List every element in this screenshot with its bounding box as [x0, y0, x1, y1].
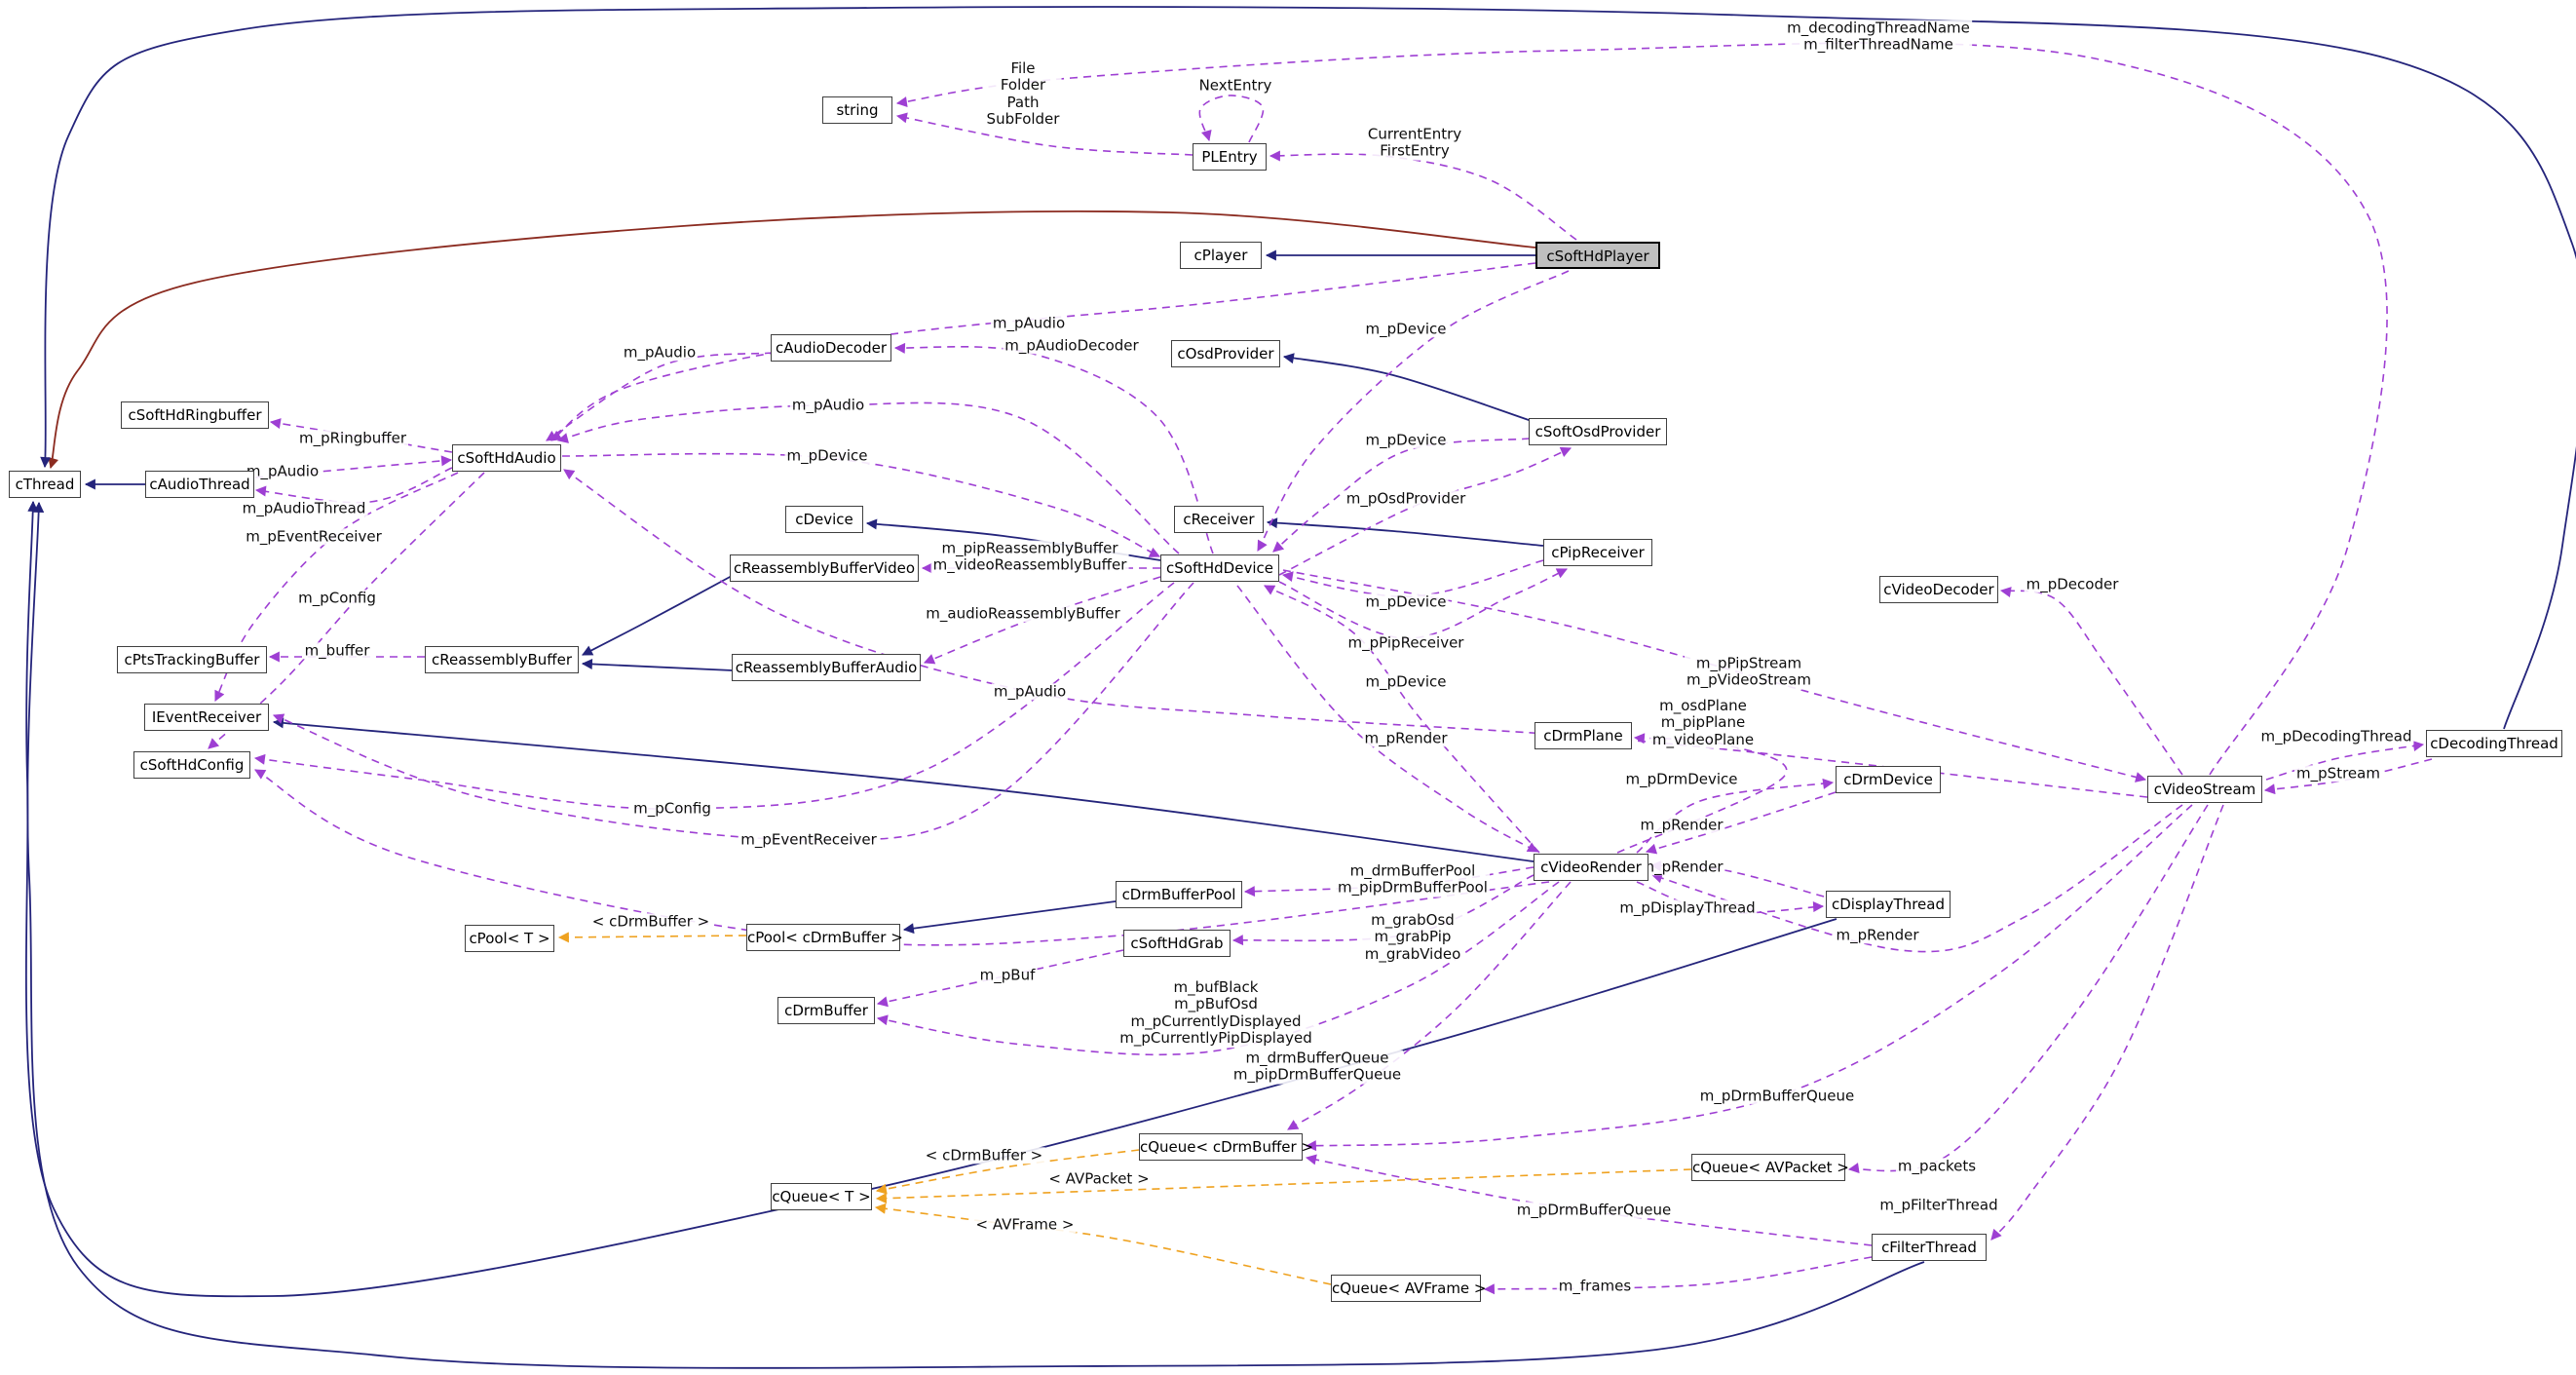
class-node-cdecodingthread[interactable]: cDecodingThread	[2426, 730, 2562, 757]
class-node-csoftosdprovider[interactable]: cSoftOsdProvider	[1529, 418, 1667, 445]
class-node-cplayer[interactable]: cPlayer	[1180, 242, 1262, 269]
edge-inh	[1282, 353, 1533, 422]
edge-use	[254, 467, 453, 504]
class-node-cpool-t[interactable]: cPool< T >	[465, 925, 554, 952]
edge-use	[546, 352, 774, 441]
class-node-plentry[interactable]: PLEntry	[1193, 143, 1267, 171]
edge-use	[895, 42, 2388, 776]
class-node-cvideostream[interactable]: cVideoStream	[2147, 776, 2262, 803]
edge-use	[1278, 446, 1572, 576]
edge-use	[923, 576, 1161, 665]
edge-inh	[40, 6, 2576, 730]
class-node-csofthdaudio[interactable]: cSoftHdAudio	[452, 444, 561, 472]
edge-use	[254, 455, 453, 478]
edge-use	[254, 769, 1550, 946]
class-node-cfilterthread[interactable]: cFilterThread	[1872, 1234, 1987, 1261]
edge-use	[1257, 270, 1570, 552]
edge-use	[1990, 804, 2224, 1241]
edge-use	[895, 112, 1193, 156]
edge-use	[1281, 559, 1544, 597]
edge-use	[1636, 778, 1835, 854]
class-node-cqueue-t[interactable]: cQueue< T >	[771, 1183, 872, 1210]
edge-use	[1650, 804, 2183, 953]
edge-use	[563, 469, 2148, 798]
edge-use	[2265, 741, 2425, 781]
class-node-csofthdringbuffer[interactable]: cSoftHdRingbuffer	[121, 401, 269, 429]
class-node-cvideodecoder[interactable]: cVideoDecoder	[1879, 576, 1998, 603]
edge-use	[1231, 874, 1534, 946]
edge-use	[1636, 881, 1825, 914]
class-node-csofthdplayer: cSoftHdPlayer	[1535, 242, 1660, 269]
edge-inh	[24, 500, 1837, 1298]
edge-use	[1999, 587, 2183, 776]
edge-inh	[902, 900, 1117, 935]
edge-use	[272, 582, 1194, 841]
edge-use	[1645, 791, 1837, 855]
class-node-cthread[interactable]: cThread	[9, 471, 81, 498]
edge-inh	[582, 575, 733, 656]
class-node-ieventreceiver[interactable]: IEventReceiver	[144, 704, 269, 731]
edge-use	[1198, 95, 1265, 143]
class-node-cqueue-avpacket[interactable]: cQueue< AVPacket >	[1691, 1154, 1849, 1181]
edge-use	[1282, 569, 2147, 783]
edge-use	[253, 582, 1175, 810]
class-node-cqueue-avframe[interactable]: cQueue< AVFrame >	[1331, 1275, 1487, 1302]
class-node-creceiver[interactable]: cReceiver	[1174, 506, 1264, 533]
edge-use	[556, 401, 1180, 554]
class-node-cvideorender[interactable]: cVideoRender	[1534, 854, 1648, 881]
edge-use	[1264, 585, 1540, 854]
class-node-cdisplaythread[interactable]: cDisplayThread	[1826, 891, 1951, 918]
edge-use	[1847, 804, 2209, 1174]
class-node-cpipreceiver[interactable]: cPipReceiver	[1543, 539, 1652, 566]
edge-inh	[26, 501, 1925, 1369]
class-node-cdevice[interactable]: cDevice	[785, 506, 863, 533]
edge-use	[1305, 804, 2193, 1152]
edge-use	[876, 881, 1560, 1056]
class-node-csofthdgrab[interactable]: cSoftHdGrab	[1123, 930, 1231, 957]
class-node-cpool-cdrmbuffer[interactable]: cPool< cDrmBuffer >	[746, 924, 903, 951]
class-node-creassemblybuffer[interactable]: cReassemblyBuffer	[425, 646, 579, 673]
edge-tmpl	[875, 1168, 1692, 1204]
edge-inh	[1266, 517, 1544, 547]
class-node-cqueue-cdrmbuffer[interactable]: cQueue< cDrmBuffer >	[1139, 1133, 1313, 1161]
edge-use	[269, 418, 453, 453]
class-node-caudiothread[interactable]: cAudioThread	[145, 471, 254, 498]
class-node-creassemblybuffervideo[interactable]: cReassemblyBufferVideo	[730, 554, 919, 582]
edge-use	[1483, 1256, 1873, 1295]
edge-use	[876, 949, 1124, 1008]
edge-inh	[272, 717, 1534, 862]
edge-use	[1269, 150, 1577, 241]
edge-use	[550, 262, 1536, 441]
class-node-csofthddevice[interactable]: cSoftHdDevice	[1160, 554, 1279, 582]
edge-use	[1287, 881, 1572, 1130]
edge-tmpl	[875, 1149, 1140, 1195]
edge-tmpl	[557, 932, 747, 943]
class-node-cptstrackingbuffer[interactable]: cPtsTrackingBuffer	[117, 646, 267, 673]
class-node-cdrmdevice[interactable]: cDrmDevice	[1836, 766, 1941, 793]
edge-use	[2263, 758, 2433, 795]
edge-use	[893, 342, 1214, 554]
class-node-string[interactable]: string	[822, 96, 892, 124]
class-node-caudiodecoder[interactable]: cAudioDecoder	[771, 334, 891, 362]
edge-inh	[581, 658, 734, 671]
class-node-cdrmbuffer[interactable]: cDrmBuffer	[777, 997, 875, 1024]
class-node-cosdprovider[interactable]: cOsdProvider	[1171, 340, 1280, 367]
class-node-creassemblybufferaudio[interactable]: cReassemblyBufferAudio	[732, 654, 921, 681]
edge-use	[1278, 568, 1568, 639]
edge-use	[1272, 438, 1531, 553]
edge-tmpl	[874, 1203, 1332, 1285]
edge-priv	[48, 210, 1536, 470]
edge-use	[1236, 585, 1538, 853]
class-node-cdrmplane[interactable]: cDrmPlane	[1534, 722, 1632, 749]
class-node-csofthdconfig[interactable]: cSoftHdConfig	[133, 751, 250, 779]
edge-use	[561, 452, 1160, 557]
edge-use	[1649, 860, 1825, 898]
edge-use	[1243, 866, 1534, 898]
class-node-cdrmbufferpool[interactable]: cDrmBufferPool	[1116, 881, 1242, 908]
